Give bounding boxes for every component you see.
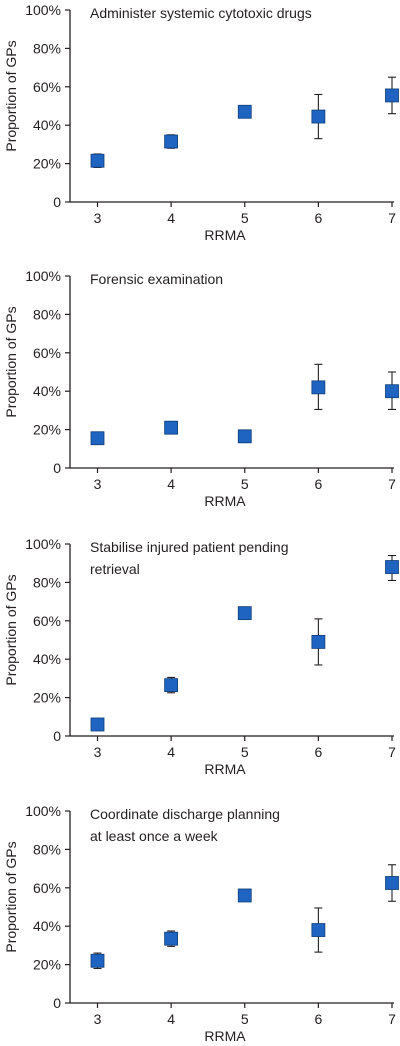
y-tick-label: 0 — [53, 194, 61, 210]
data-point-marker — [385, 384, 399, 399]
y-axis-label: Proportion of GPs — [3, 841, 19, 952]
y-tick-label: 20% — [33, 957, 61, 973]
x-tick-label: 7 — [388, 744, 396, 760]
x-tick-label: 4 — [167, 744, 175, 760]
y-tick-label: 60% — [33, 880, 61, 896]
y-tick-label: 0 — [53, 995, 61, 1011]
x-axis-label: RRMA — [204, 227, 246, 243]
x-axis-label: RRMA — [204, 1028, 246, 1044]
y-tick-label: 100% — [25, 536, 61, 552]
y-tick-label: 40% — [33, 651, 61, 667]
data-point-marker — [164, 931, 179, 946]
x-tick-label: 3 — [94, 476, 102, 492]
data-point-marker — [385, 88, 399, 103]
x-tick-label: 7 — [388, 1011, 396, 1027]
y-tick-label: 80% — [33, 574, 61, 590]
data-point-marker — [90, 953, 105, 968]
x-tick-label: 3 — [94, 210, 102, 226]
y-tick-label: 100% — [25, 2, 61, 18]
chart-title: Forensic examination — [90, 271, 223, 287]
x-tick-label: 6 — [314, 744, 322, 760]
data-point-marker — [237, 104, 252, 119]
data-point-marker — [90, 717, 105, 732]
data-point-marker — [164, 678, 179, 693]
data-point-marker — [90, 431, 105, 446]
x-tick-label: 5 — [241, 476, 249, 492]
x-tick-label: 7 — [388, 210, 396, 226]
x-tick-label: 3 — [94, 744, 102, 760]
y-tick-label: 40% — [33, 918, 61, 934]
x-axis-label: RRMA — [204, 493, 246, 509]
data-point-marker — [164, 420, 179, 435]
data-point-marker — [311, 380, 326, 395]
y-axis-label: Proportion of GPs — [3, 574, 19, 685]
y-tick-label: 60% — [33, 613, 61, 629]
data-point-marker — [237, 606, 252, 621]
y-tick-label: 100% — [25, 803, 61, 819]
y-tick-label: 20% — [33, 156, 61, 172]
data-point-marker — [237, 888, 252, 903]
chart-title: Administer systemic cytotoxic drugs — [90, 5, 312, 21]
data-point-marker — [385, 876, 399, 890]
data-point-marker — [311, 923, 326, 937]
x-tick-label: 6 — [314, 476, 322, 492]
y-tick-label: 80% — [33, 306, 61, 322]
x-tick-label: 3 — [94, 1011, 102, 1027]
x-tick-label: 6 — [314, 210, 322, 226]
x-axis-label: RRMA — [204, 761, 246, 777]
x-tick-label: 5 — [241, 744, 249, 760]
data-point-marker — [311, 635, 326, 649]
x-tick-label: 5 — [241, 210, 249, 226]
x-tick-label: 6 — [314, 1011, 322, 1027]
data-point-marker — [237, 429, 252, 444]
y-tick-label: 0 — [53, 728, 61, 744]
y-tick-label: 80% — [33, 841, 61, 857]
data-point-marker — [311, 109, 326, 124]
data-point-marker — [90, 153, 105, 168]
chart-title: Stabilise injured patient pending — [90, 539, 288, 555]
y-tick-label: 20% — [33, 690, 61, 706]
x-tick-label: 4 — [167, 476, 175, 492]
data-point-marker — [385, 560, 399, 574]
y-tick-label: 80% — [33, 40, 61, 56]
y-axis-label: Proportion of GPs — [3, 306, 19, 417]
y-tick-label: 100% — [25, 268, 61, 284]
chart-title: retrieval — [90, 561, 140, 577]
y-tick-label: 40% — [33, 383, 61, 399]
x-tick-label: 4 — [167, 210, 175, 226]
y-tick-label: 60% — [33, 345, 61, 361]
y-tick-label: 60% — [33, 79, 61, 95]
y-tick-label: 0 — [53, 460, 61, 476]
y-tick-label: 40% — [33, 117, 61, 133]
data-point-marker — [164, 134, 179, 149]
y-tick-label: 20% — [33, 422, 61, 438]
x-tick-label: 5 — [241, 1011, 249, 1027]
x-tick-label: 4 — [167, 1011, 175, 1027]
chart-title: Coordinate discharge planning — [90, 806, 280, 822]
chart-title: at least once a week — [90, 828, 219, 844]
y-axis-label: Proportion of GPs — [3, 40, 19, 151]
x-tick-label: 7 — [388, 476, 396, 492]
